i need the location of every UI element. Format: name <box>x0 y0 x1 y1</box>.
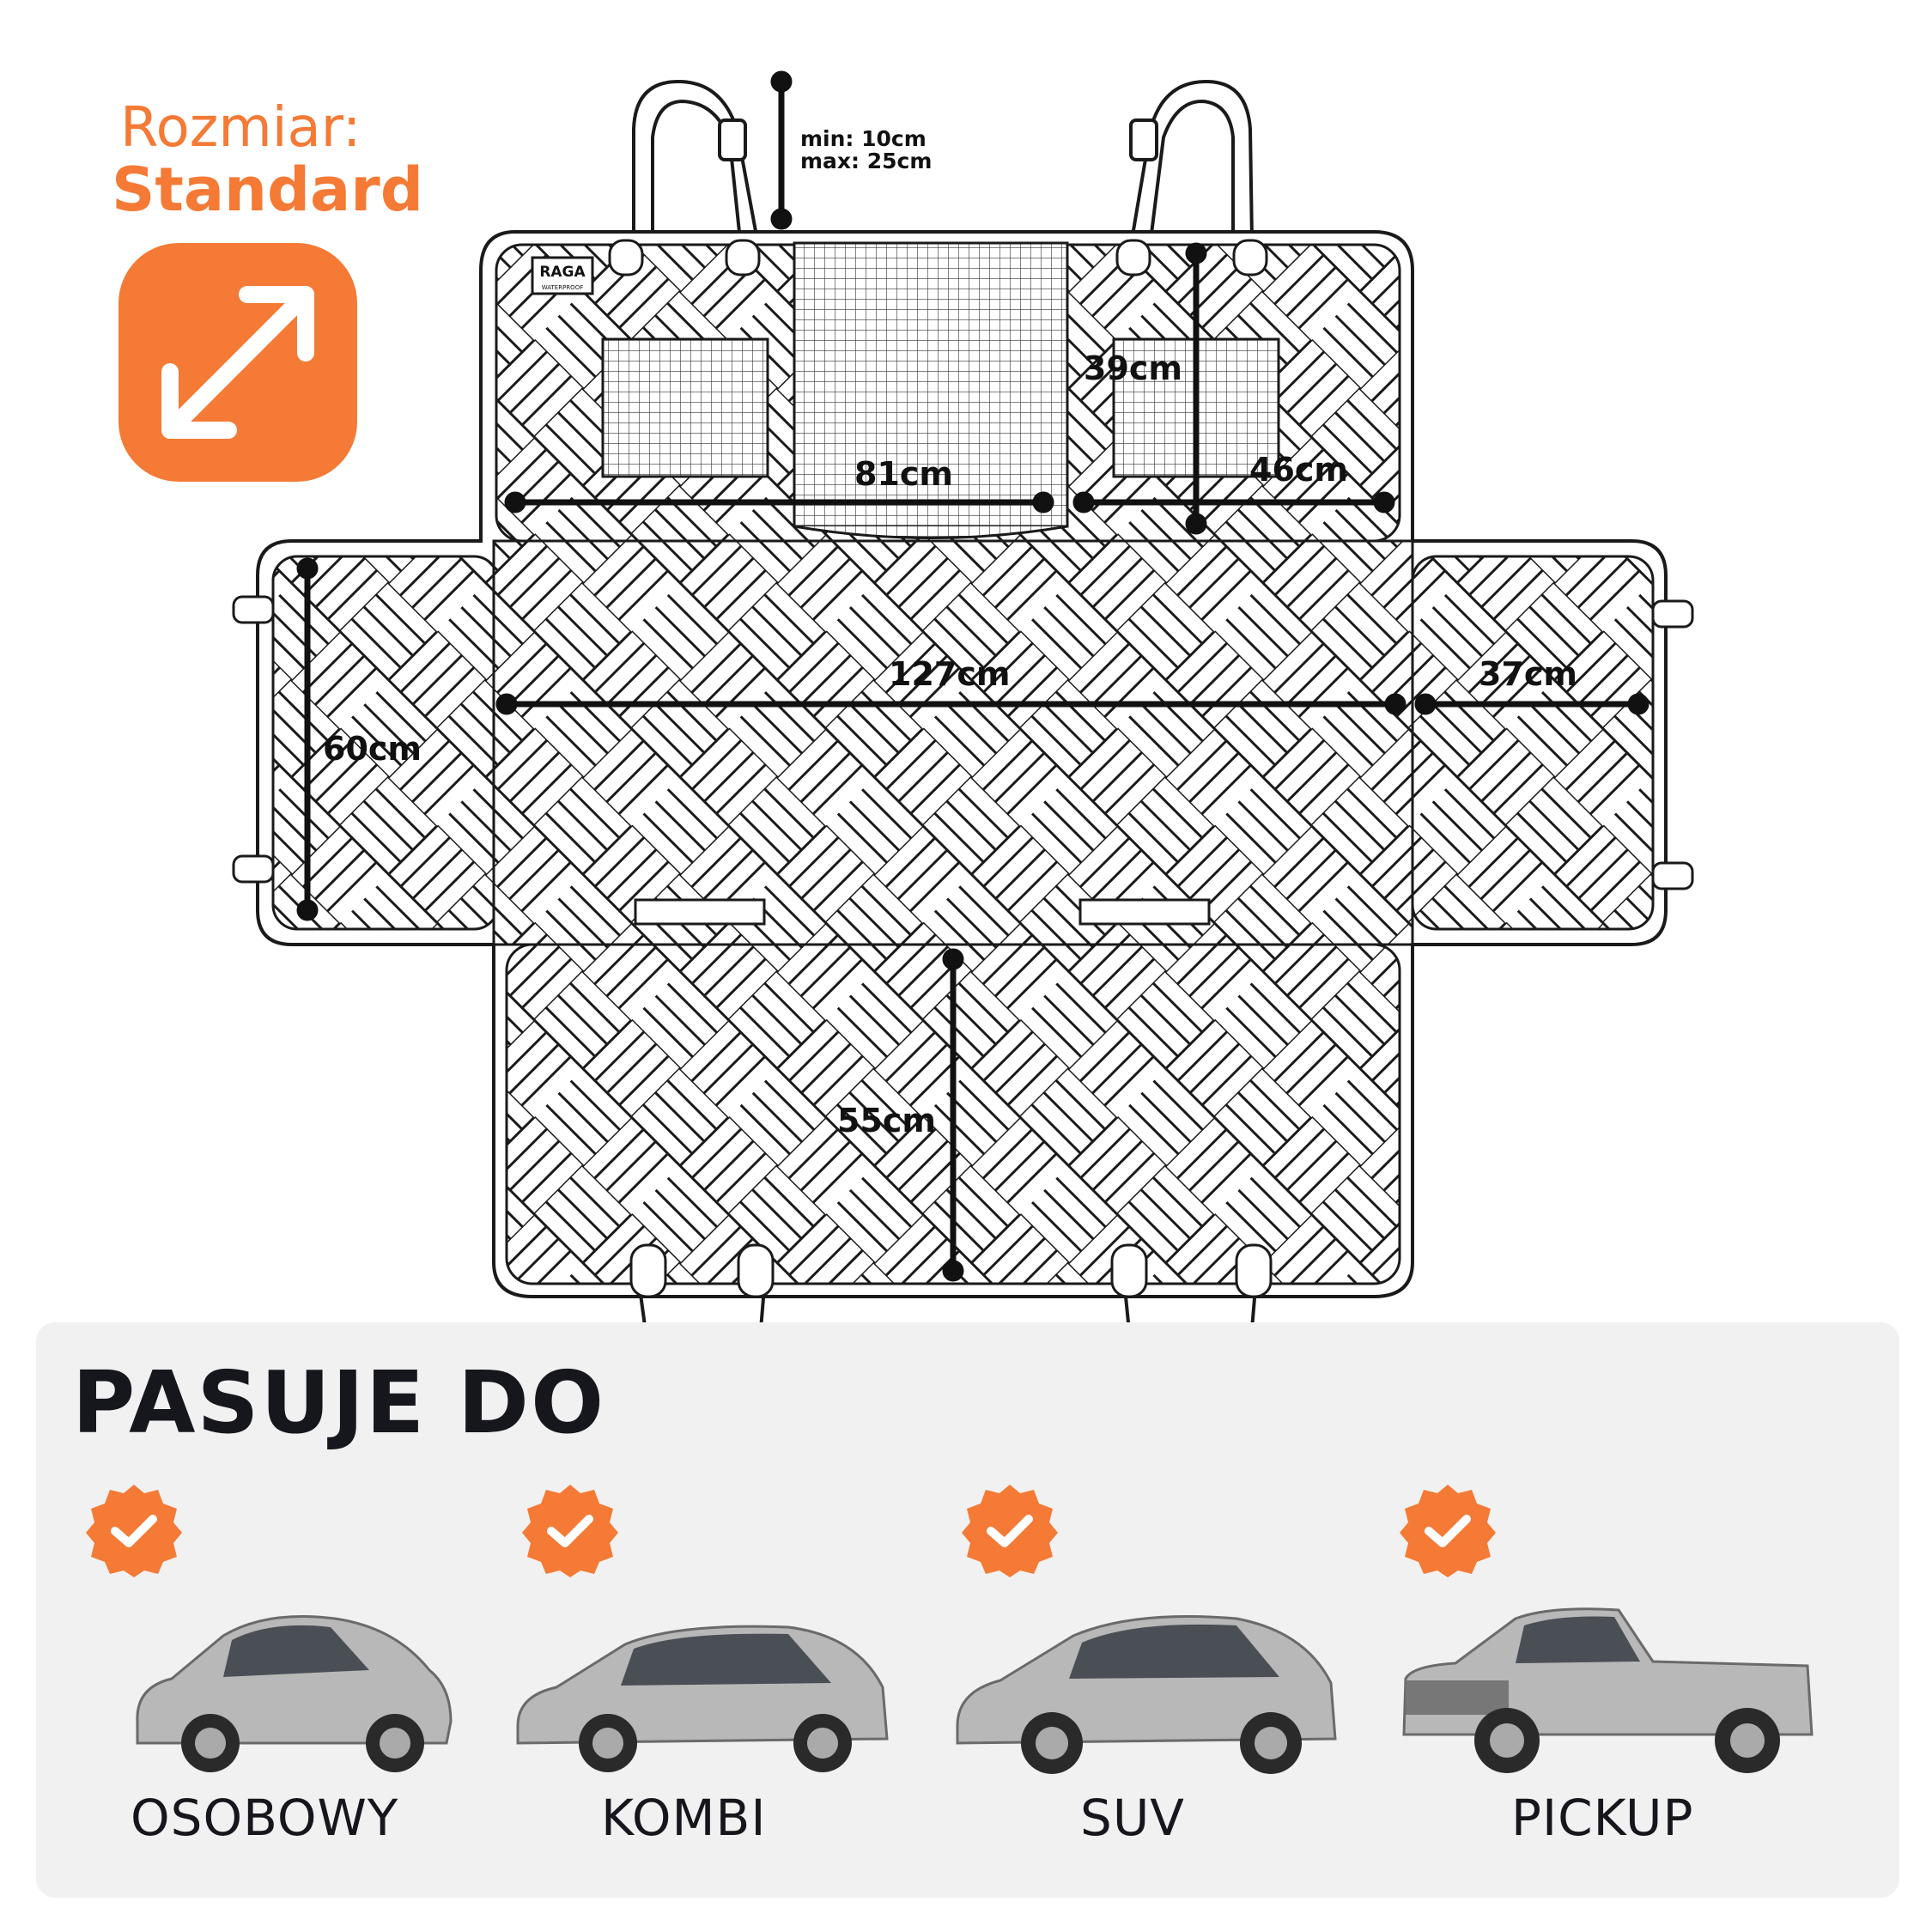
dim-top-left-width: 81cm <box>854 455 953 493</box>
dim-side-width: 37cm <box>1479 655 1577 693</box>
top-strap-right <box>1130 79 1254 241</box>
resize-diagonal-arrows-icon <box>118 243 357 482</box>
seat-cover-diagram: RAGA WATERPROOF <box>232 70 1694 1445</box>
belt-slot-right <box>1078 898 1211 926</box>
brand-logo <box>531 256 594 295</box>
dim-top-right-width: 46cm <box>1249 451 1348 489</box>
brand-logo-subtext: WATERPROOF <box>542 284 583 291</box>
check-badge-icon <box>1400 1485 1496 1577</box>
suv-car-icon <box>956 1615 1337 1774</box>
vehicle-label-kombi: KOMBI <box>601 1789 767 1847</box>
pickup-truck-icon <box>1402 1607 1814 1773</box>
wagon-car-icon <box>516 1625 889 1772</box>
check-badge-icon <box>86 1485 182 1577</box>
check-badge-icon <box>522 1485 618 1577</box>
compatibility-title: PASUJE DO <box>72 1352 606 1453</box>
vehicle-label-pickup: PICKUP <box>1511 1789 1694 1847</box>
brand-logo-text: RAGA <box>539 264 586 281</box>
vehicle-card-suv: SUV <box>956 1481 1408 1850</box>
hatchback-car-icon <box>136 1615 453 1772</box>
strap-range-min: min: 10cm <box>800 126 927 151</box>
check-badge-icon <box>962 1485 1058 1577</box>
size-label: Rozmiar: <box>120 96 361 160</box>
dim-side-height: 60cm <box>323 730 422 768</box>
belt-slot-left <box>634 898 766 926</box>
mesh-pocket-left <box>601 337 769 478</box>
vehicle-card-kombi: KOMBI <box>516 1481 969 1850</box>
vehicle-label-osobowy: OSOBOWY <box>131 1789 399 1847</box>
size-value: Standard <box>112 155 423 225</box>
mesh-center-panel <box>793 241 1069 528</box>
vehicle-label-suv: SUV <box>1080 1789 1185 1847</box>
dim-seat-width: 127cm <box>889 655 1010 693</box>
dim-bottom-height: 55cm <box>837 1102 936 1139</box>
strap-range-max: max: 25cm <box>800 149 932 173</box>
dim-top-height: 39cm <box>1084 349 1182 387</box>
vehicle-card-osobowy: OSOBOWY <box>86 1481 532 1850</box>
vehicle-card-pickup: PICKUP <box>1400 1481 1846 1850</box>
